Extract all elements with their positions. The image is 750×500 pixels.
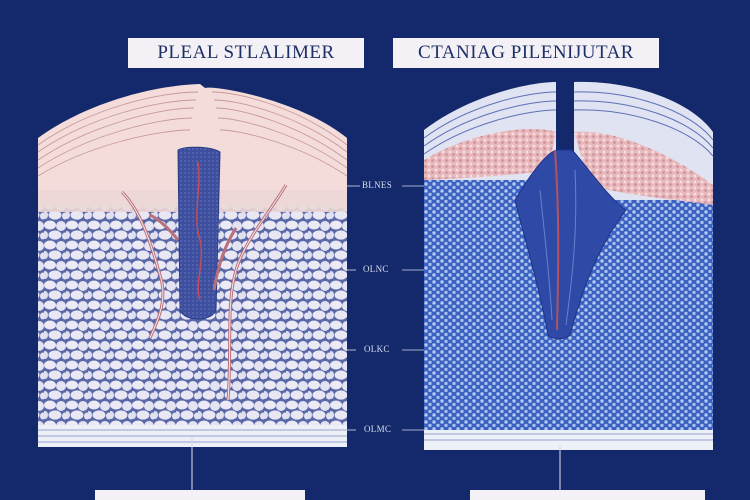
left-skin-section (37, 84, 348, 490)
left-panel-title: PLEAL STLALIMER (128, 38, 364, 68)
callout-label-2: OLNC (363, 264, 389, 274)
right-bottom-label-bar (470, 490, 705, 500)
callout-label-3: OLKC (364, 344, 390, 354)
callout-label-4: OLMC (364, 424, 392, 434)
right-panel-title: CTANIAG PILENIJUTAR (393, 38, 659, 68)
callout-label-1: BLNES (362, 180, 393, 190)
callout-lines (347, 185, 424, 431)
left-bottom-label-bar (95, 490, 305, 500)
right-skin-section (423, 81, 714, 490)
